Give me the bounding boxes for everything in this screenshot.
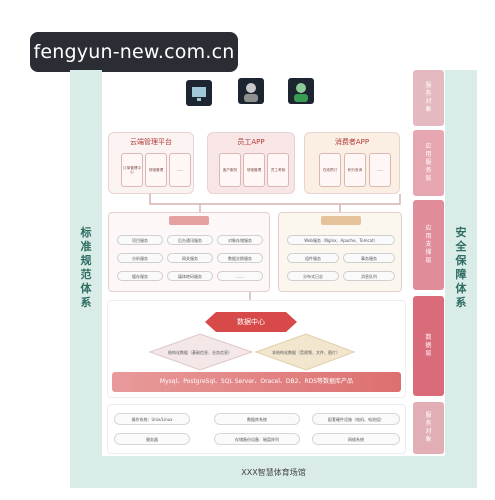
consumer-avatar-icon <box>288 78 314 104</box>
app-item: 场馆管理 <box>243 153 265 187</box>
infrastructure-panel: 操作系统：Unix/Linux 服务器 数据库系统 存储备份设备：磁盘阵列 配套… <box>107 404 406 454</box>
band-app-service: 应用服务层 <box>413 130 444 196</box>
service-item: 对象存储服务 <box>217 235 263 245</box>
staff-avatar-icon <box>238 78 264 104</box>
middle-left-tag <box>169 216 209 225</box>
security-label: 安全保障体系 <box>455 226 467 309</box>
middle-right-panel: Web服务（Nginx、Apache、Tomcat） 组件服务 事务服务 分布式… <box>278 212 402 292</box>
app-item: 客户服务 <box>219 153 241 187</box>
service-item: 消息队列 <box>343 271 395 281</box>
infra-item: 配套硬件设施（电机、电池组） <box>312 413 400 425</box>
venue-frame <box>70 456 477 488</box>
service-item: 数据交换服务 <box>217 253 263 263</box>
band-data: 数据层 <box>413 296 444 396</box>
app-title: 员工APP <box>237 138 265 146</box>
app-cloud-platform: 云端管理平台 订单管理中心 场馆管理 …… <box>108 132 194 194</box>
service-item: 缓存服务 <box>117 271 163 281</box>
service-item: 组件服务 <box>287 253 339 263</box>
app-item: 员工考勤 <box>267 153 289 187</box>
middle-right-tag <box>321 216 361 225</box>
service-item: 事务服务 <box>343 253 395 263</box>
band-service-object-bottom: 服务对象 <box>413 402 444 454</box>
app-item: 订单管理中心 <box>121 153 143 187</box>
venue-title: XXX智慧体育场馆 <box>241 468 306 477</box>
app-item: 在线预订 <box>319 153 341 187</box>
app-staff: 员工APP 客户服务 场馆管理 员工考勤 <box>207 132 295 194</box>
infra-item: 数据库系统 <box>214 413 300 425</box>
data-center-hub: 数据中心 <box>205 312 297 332</box>
standards-frame <box>70 70 102 458</box>
security-frame <box>445 70 477 458</box>
band-app-support: 应用支撑层 <box>413 200 444 290</box>
standards-label: 标准规范体系 <box>80 226 92 309</box>
app-item: 场馆管理 <box>145 153 167 187</box>
service-item: 项目服务 <box>117 235 163 245</box>
monitor-icon <box>186 80 212 106</box>
infra-item: 操作系统：Unix/Linux <box>114 413 190 425</box>
infra-item: 存储备份设备：磁盘阵列 <box>214 433 300 445</box>
data-split-shapes <box>148 333 356 371</box>
service-item: 分析服务 <box>117 253 163 263</box>
database-products-bar: Mysql、PostgreSql、SQL Server、Oracel、DB2、R… <box>112 372 401 392</box>
service-item: 分布式日志 <box>287 271 339 281</box>
app-item: 积分查询 <box>344 153 366 187</box>
app-title: 云端管理平台 <box>130 138 172 146</box>
service-item: Web服务（Nginx、Apache、Tomcat） <box>287 235 395 245</box>
app-item: …… <box>169 153 191 187</box>
app-item: …… <box>369 153 391 187</box>
watermark: fengyun-new.com.cn <box>30 32 238 72</box>
app-title: 消费者APP <box>334 138 370 146</box>
service-item: 后台通讯服务 <box>167 235 213 245</box>
service-item: 媒体转码服务 <box>167 271 213 281</box>
band-service-object-top: 服务对象 <box>413 70 444 126</box>
infra-item: 网络系统 <box>312 433 400 445</box>
middle-left-panel: 项目服务 后台通讯服务 对象存储服务 分析服务 网关服务 数据交换服务 缓存服务… <box>108 212 270 292</box>
app-consumer: 消费者APP 在线预订 积分查询 …… <box>304 132 400 194</box>
infra-item: 服务器 <box>114 433 190 445</box>
service-item: …… <box>217 271 263 281</box>
structured-data: 结构化数据（基础信息、业务信息） <box>168 349 232 355</box>
service-item: 网关服务 <box>167 253 213 263</box>
unstructured-data: 非结构化数据（音视频、文件、图片） <box>272 349 340 355</box>
